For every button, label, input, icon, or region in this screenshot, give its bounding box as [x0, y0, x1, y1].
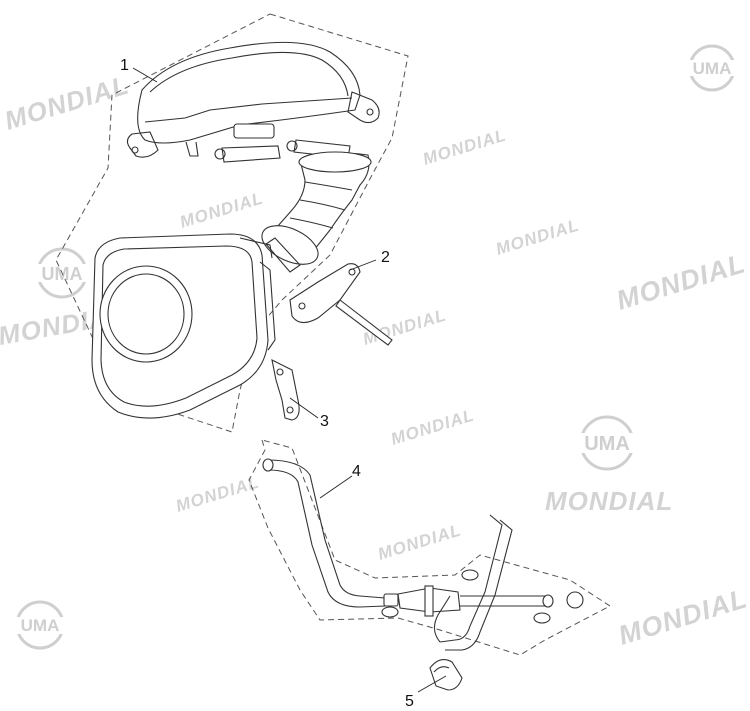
callout-3: 3 [320, 413, 329, 430]
air-intake-duct [126, 41, 380, 158]
uma-logo-text-3: UMA [584, 433, 630, 455]
callout-5: 5 [405, 693, 414, 710]
watermark-mondial-3: MONDIAL [178, 188, 266, 231]
uma-logo-text-1: UMA [693, 59, 732, 78]
assembly-outline-lower [248, 439, 611, 656]
uma-logo-4: UMA [11, 600, 69, 650]
breather-hose-assembly [262, 458, 584, 651]
uma-logo-text-2: UMA [42, 264, 83, 284]
mounting-bracket-lower [271, 359, 300, 421]
watermark-mondial-9: MONDIAL [545, 486, 673, 516]
watermark-mondial-2: MONDIAL [421, 125, 509, 168]
watermark-mondial-4: MONDIAL [494, 215, 582, 258]
callout-2: 2 [381, 249, 390, 266]
callout-1: 1 [120, 57, 129, 74]
callout-4: 4 [352, 463, 361, 480]
leader-line-4 [319, 475, 353, 499]
leader-line-2 [349, 259, 377, 271]
uma-logo-3: UMA [575, 415, 639, 471]
watermark-mondial-8: MONDIAL [389, 405, 477, 448]
uma-logo-2: UMA [32, 247, 92, 299]
watermark-mondial-1: MONDIAL [1, 70, 132, 136]
air-filter-box [91, 233, 276, 419]
watermark-mondial-12: MONDIAL [615, 583, 750, 651]
hose-clamp-upper-left [214, 145, 281, 163]
mounting-bracket-upper [289, 263, 393, 346]
connecting-hose [261, 151, 372, 273]
uma-logo-text-4: UMA [21, 616, 60, 635]
watermark-mondial-11: MONDIAL [376, 520, 464, 563]
leader-line-5 [417, 675, 447, 693]
hose-clip [429, 659, 463, 691]
leader-line-3 [289, 397, 319, 419]
watermark-mondial-5: MONDIAL [613, 248, 749, 316]
leader-line-1 [132, 67, 158, 83]
uma-logo-1: UMA [685, 44, 739, 92]
watermark-mondial-10: MONDIAL [174, 472, 262, 515]
